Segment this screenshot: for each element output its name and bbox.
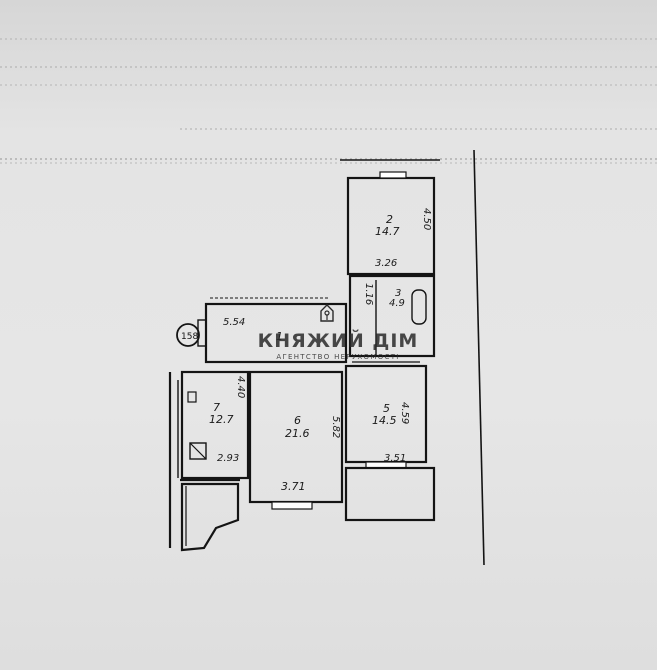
dim-room6-height: 5.82 [330,416,341,439]
dim-room5-height: 4.59 [399,402,410,425]
dim-room6-width: 3.71 [281,480,306,493]
room-3-number: 3 [395,288,402,299]
room-2-number: 2 [386,213,393,226]
scan-noise [0,162,657,164]
agency-watermark: КНЯЖИЙ ДІМ АГЕНТСТВО НЕРУХОМОСТІ [245,304,431,361]
room-5-number: 5 [383,402,390,415]
dim-room5-width: 3.51 [384,453,407,464]
room-7-area: 12.7 [209,413,234,426]
agency-subtitle: АГЕНТСТВО НЕРУХОМОСТІ [276,353,400,361]
scan-noise [0,84,657,86]
circle-label: 158 [181,332,198,342]
scan-noise [180,128,657,130]
dim-room7-height: 4.40 [235,376,246,399]
room-7-number: 7 [213,401,220,414]
agency-name: КНЯЖИЙ ДІМ [257,330,419,352]
dim-room7-width: 2.93 [217,453,240,464]
room-2-area: 14.7 [375,225,400,238]
house-key-icon [320,304,334,322]
scan-noise [0,158,657,160]
dim-room2-width: 3.26 [375,258,398,269]
circle-tag [176,323,200,347]
room-6-area: 21.6 [285,427,310,440]
dim-room2-height: 4.50 [421,208,432,231]
room-3-area: 4.9 [389,298,405,309]
room-1-number: 1 [276,330,283,343]
room-5-area: 14.5 [372,414,397,427]
room-6-number: 6 [294,414,301,427]
scan-noise [0,38,657,40]
dim-bath-height: 1.16 [363,283,374,306]
dim-corridor-width: 5.54 [223,317,246,328]
scan-noise [0,66,657,68]
